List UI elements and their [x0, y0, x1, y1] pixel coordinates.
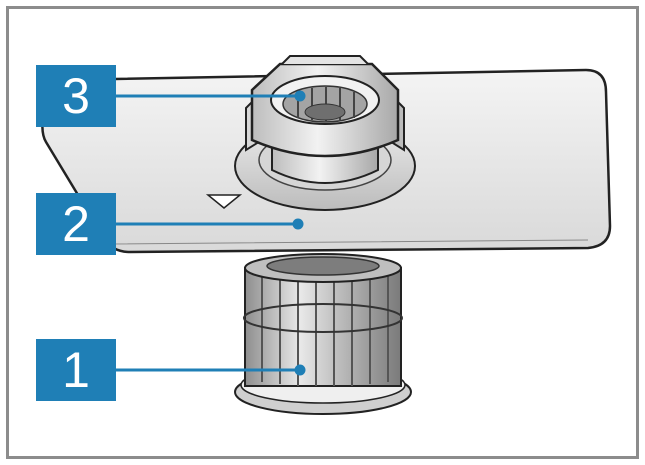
leader-dot-3: [294, 90, 306, 102]
callout-number-1: 1: [36, 339, 116, 401]
coarse-filter-bayonet: [234, 55, 416, 211]
callout-number-2: 2: [36, 193, 116, 255]
callout-number-3: 3: [36, 65, 116, 127]
leader-dot-2: [292, 218, 304, 230]
leader-lines: [116, 90, 306, 376]
fine-filter-cylinder: [234, 253, 412, 415]
triangle-marker-icon: [205, 194, 243, 209]
leader-dot-1: [294, 364, 306, 376]
